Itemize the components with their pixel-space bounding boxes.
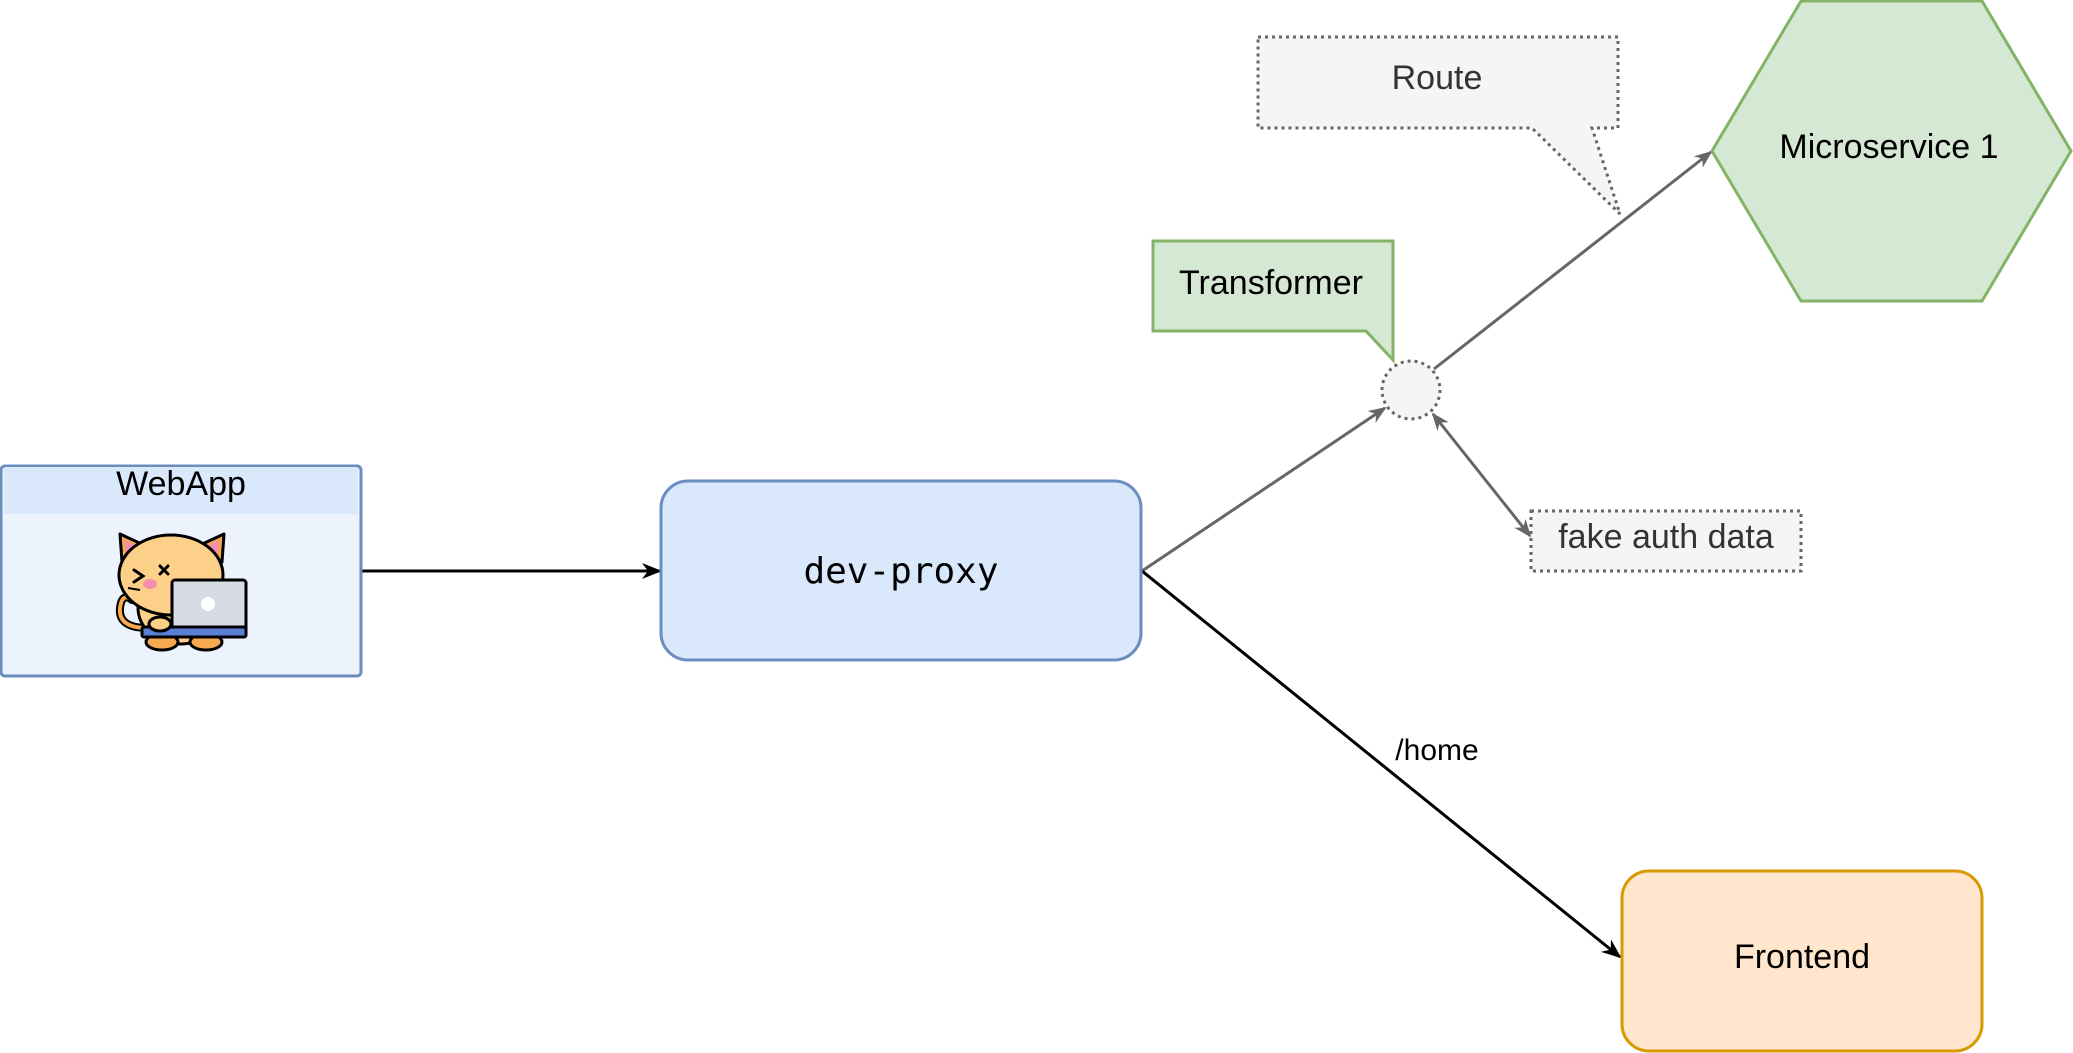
proxy-to-junction-arrow: [1141, 406, 1387, 573]
webapp-node[interactable]: WebApp: [0, 464, 363, 678]
junction-auth-bidirectional-arrow: [1431, 412, 1532, 538]
transformer-label: Transformer: [1179, 264, 1363, 302]
junction-to-microservice-arrow: [1433, 150, 1713, 371]
cat-with-laptop-icon: [115, 532, 248, 652]
frontend-label: Frontend: [1734, 938, 1870, 976]
route-label: Route: [1392, 59, 1483, 97]
dev-proxy-label: dev-proxy: [803, 551, 998, 592]
transformer-callout[interactable]: Transformer: [1151, 239, 1395, 364]
fake-auth-data-node[interactable]: fake auth data: [1529, 509, 1803, 573]
fake-auth-data-label: fake auth data: [1558, 518, 1774, 556]
route-callout[interactable]: Route: [1256, 35, 1622, 216]
dev-proxy-node[interactable]: dev-proxy: [659, 479, 1143, 662]
proxy-to-frontend-arrow: [1141, 569, 1622, 959]
microservice-1-label: Microservice 1: [1779, 128, 1998, 166]
webapp-title: WebApp: [116, 465, 246, 503]
junction-node[interactable]: [1380, 359, 1442, 421]
microservice-1-node[interactable]: Microservice 1: [1710, 0, 2073, 303]
frontend-node[interactable]: Frontend: [1620, 869, 1984, 1053]
home-edge-label: /home: [1395, 734, 1478, 767]
